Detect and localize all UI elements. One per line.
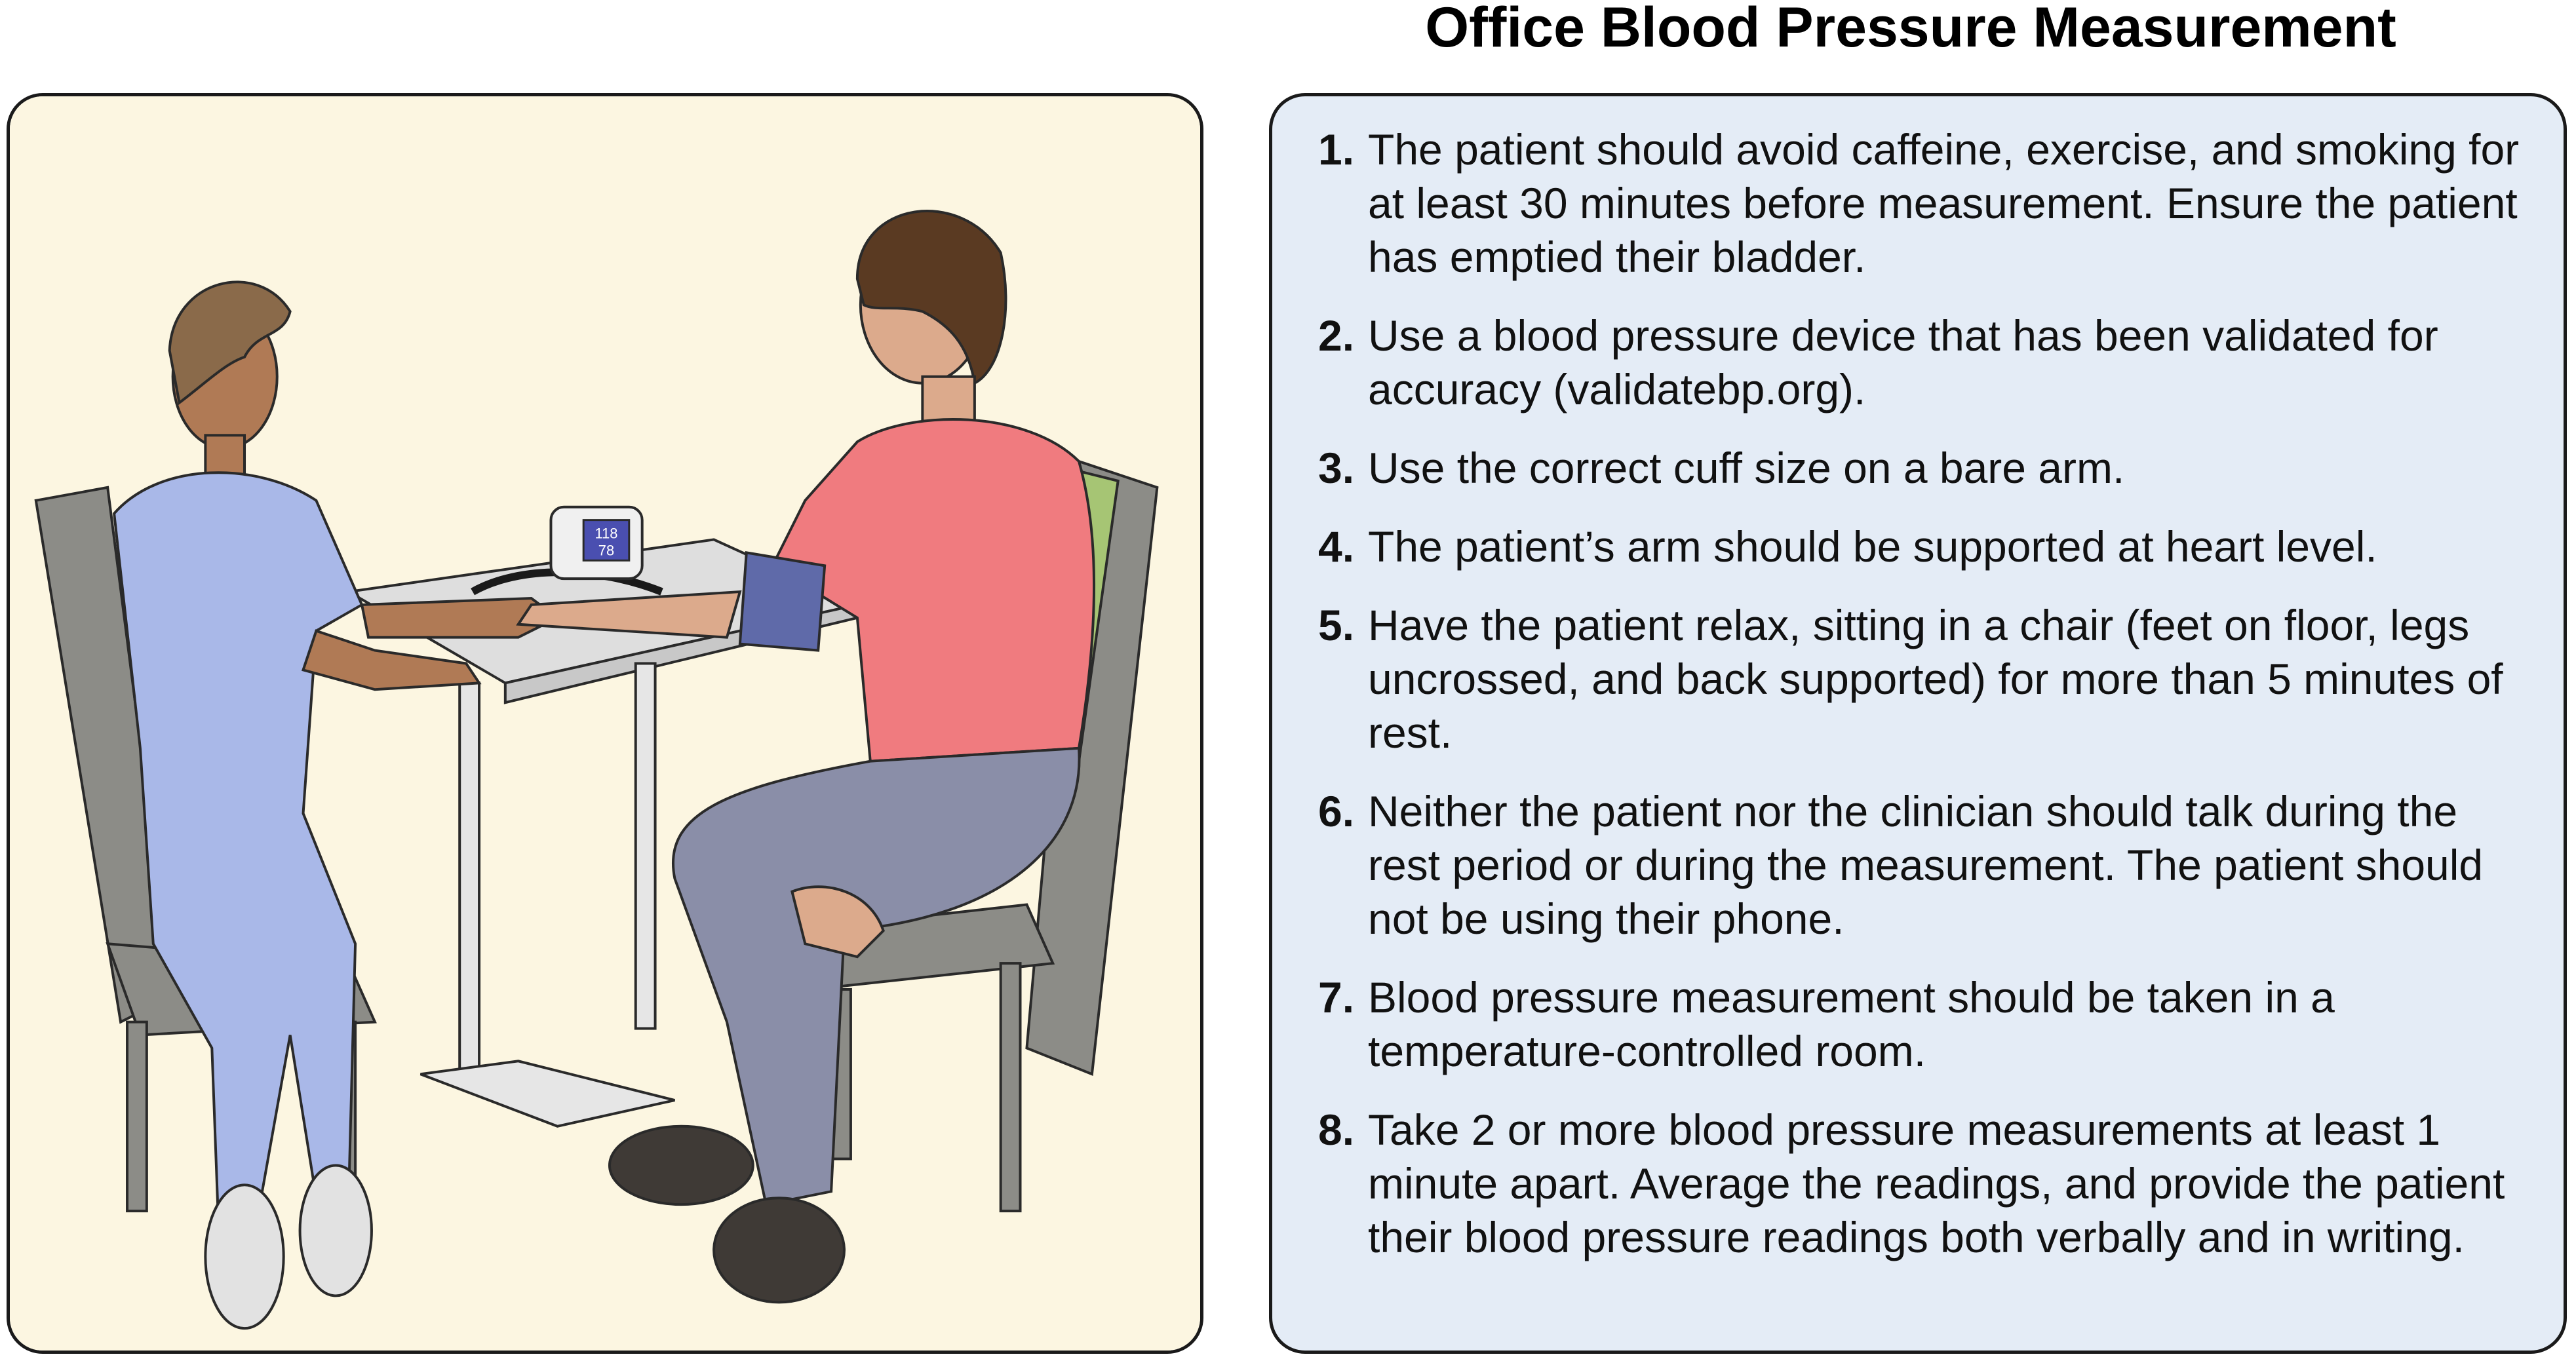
step-text: The patient’s arm should be supported at…: [1368, 522, 2377, 571]
bp-measurement-illustration: 118 78: [10, 96, 1200, 1351]
step-number: 3.: [1318, 444, 1355, 492]
step-6: 6. Neither the patient nor the clinician…: [1318, 784, 2524, 946]
step-text: Blood pressure measurement should be tak…: [1368, 973, 2335, 1075]
step-number: 5.: [1318, 601, 1355, 649]
illustration-panel: 118 78: [7, 93, 1203, 1354]
step-number: 8.: [1318, 1105, 1355, 1154]
step-7: 7. Blood pressure measurement should be …: [1318, 970, 2524, 1078]
step-2: 2. Use a blood pressure device that has …: [1318, 309, 2524, 416]
step-3: 3. Use the correct cuff size on a bare a…: [1318, 441, 2524, 495]
step-4: 4. The patient’s arm should be supported…: [1318, 520, 2524, 573]
step-number: 7.: [1318, 973, 1355, 1022]
title: Office Blood Pressure Measurement: [1425, 0, 2396, 59]
step-8: 8. Take 2 or more blood pressure measure…: [1318, 1103, 2524, 1264]
step-5: 5. Have the patient relax, sitting in a …: [1318, 598, 2524, 759]
step-text: Neither the patient nor the clinician sh…: [1368, 787, 2484, 943]
monitor-reading-bottom: 78: [598, 542, 614, 558]
step-text: Take 2 or more blood pressure measuremen…: [1368, 1105, 2505, 1261]
steps-panel: 1. The patient should avoid caffeine, ex…: [1269, 93, 2567, 1354]
step-1: 1. The patient should avoid caffeine, ex…: [1318, 123, 2524, 284]
bp-monitor: 118 78: [471, 505, 663, 596]
patient: [516, 210, 1095, 1304]
step-text: Use a blood pressure device that has bee…: [1368, 311, 2438, 413]
step-number: 4.: [1318, 522, 1355, 571]
step-number: 6.: [1318, 787, 1355, 835]
monitor-reading-top: 118: [595, 525, 618, 541]
clinician: [113, 280, 560, 1330]
step-text: Use the correct cuff size on a bare arm.: [1368, 444, 2125, 492]
step-number: 1.: [1318, 125, 1355, 174]
step-number: 2.: [1318, 311, 1355, 360]
step-text: The patient should avoid caffeine, exerc…: [1368, 125, 2520, 281]
step-text: Have the patient relax, sitting in a cha…: [1368, 601, 2503, 757]
